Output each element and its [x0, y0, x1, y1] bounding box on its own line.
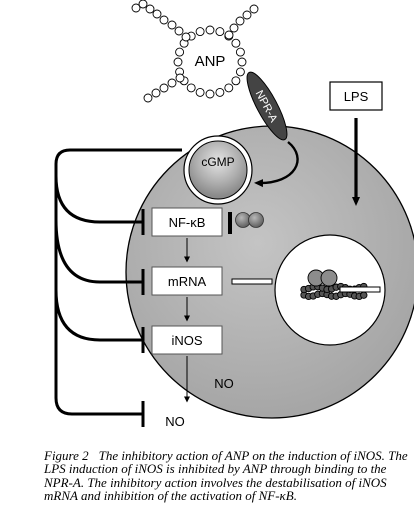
anp-bead: [235, 16, 245, 26]
anp-bead: [159, 83, 169, 93]
nfkb-inhibitor-bar: [228, 212, 232, 234]
anp-bead: [152, 9, 162, 19]
nascent-mrna-bar: [339, 286, 381, 293]
anp-bead: [175, 73, 185, 83]
anp-bead: [173, 57, 183, 67]
transcription-factor-icon: [320, 269, 338, 287]
inos-label: iNOS: [171, 333, 202, 348]
anp-bead: [131, 3, 141, 13]
anp-bead: [175, 47, 185, 57]
anp-bead: [237, 57, 247, 67]
inhibition-lines: [54, 148, 182, 416]
no-outside-label: NO: [165, 414, 185, 429]
anp-bead: [215, 27, 225, 37]
anp-peptide-chain: [131, 0, 259, 103]
anp-bead: [231, 76, 241, 86]
mrna-box: [151, 266, 223, 296]
lps-box: [329, 81, 383, 111]
anp-bead: [231, 38, 241, 48]
anp-bead: [151, 88, 161, 98]
cgmp-vesicle-inner: [188, 140, 248, 200]
anp-bead: [167, 20, 177, 30]
anp-bead: [235, 47, 245, 57]
figure-number: Figure 2: [44, 448, 89, 463]
caption-text: The inhibitory action of ANP on the indu…: [44, 448, 408, 504]
nfkb-subunit-icon: [248, 212, 264, 228]
anp-bead: [229, 23, 239, 33]
anp-bead: [143, 93, 153, 103]
anp-label: ANP: [195, 53, 226, 70]
anp-bead: [138, 0, 148, 9]
dna-bead: [360, 291, 368, 299]
anp-bead: [205, 25, 215, 35]
anp-bead: [195, 87, 205, 97]
anp-bead: [224, 30, 234, 40]
inos-box: [151, 325, 223, 355]
lps-label: LPS: [344, 89, 369, 104]
receptor-to-cgmp-arrow: [254, 141, 299, 188]
anp-bead: [242, 10, 252, 20]
anp-inos-pathway-diagram: ANP NPR-A LPS cGMP NF-κB mRNA iNOS: [54, 0, 414, 429]
mrna-transcript-bar: [231, 278, 273, 285]
anp-bead: [159, 15, 169, 25]
anp-bead: [174, 26, 184, 36]
nfkb-label: NF-κB: [169, 215, 206, 230]
anp-bead: [195, 27, 205, 37]
nfkb-box: [151, 207, 223, 237]
no-inside-label: NO: [214, 376, 234, 391]
anp-bead: [167, 78, 177, 88]
cgmp-label: cGMP: [201, 155, 234, 169]
anp-bead: [249, 4, 259, 14]
dna-transcription-complex: [300, 269, 381, 301]
anp-bead: [224, 83, 234, 93]
anp-bead: [235, 67, 245, 77]
anp-bead: [181, 32, 191, 42]
anp-bead: [205, 89, 215, 99]
anp-bead: [215, 87, 225, 97]
anp-bead: [186, 83, 196, 93]
mrna-label: mRNA: [168, 274, 207, 289]
anp-bead: [145, 4, 155, 14]
